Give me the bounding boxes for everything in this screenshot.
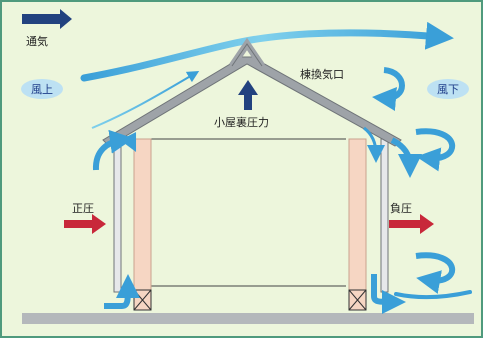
right-base-outflow-arrow — [371, 274, 406, 314]
ridge-vent-label: 棟換気口 — [300, 67, 344, 81]
leeward-label: 風下 — [437, 83, 459, 96]
legend-arrow-icon — [22, 9, 72, 29]
left-wall-stud — [133, 138, 152, 291]
leeward-upper-curl-arrow — [415, 128, 456, 172]
attic-pressure-label: 小屋裏圧力 — [214, 115, 269, 129]
roof-surface-flow-arrow — [91, 70, 200, 129]
legend: 通気 — [22, 9, 72, 48]
left-sill-plate — [133, 289, 152, 311]
leeward-badge: 風下 — [427, 79, 469, 99]
roof — [102, 56, 402, 147]
ridge-exhaust-curl-arrow — [372, 67, 405, 111]
positive-pressure-label: 正圧 — [72, 202, 94, 215]
left-outer-wall — [113, 138, 122, 293]
positive-pressure-arrow-icon — [64, 214, 106, 234]
right-outer-wall — [380, 138, 389, 293]
ridge-cap-outline — [231, 43, 263, 67]
leeward-lower-curl-arrow — [415, 252, 456, 294]
left-base-inflow-arrow — [104, 274, 140, 309]
legend-label: 通気 — [26, 34, 48, 48]
windward-label: 風上 — [31, 83, 53, 96]
left-eave-inner-arrow — [119, 131, 137, 153]
right-eave-inner-arrow — [363, 126, 385, 163]
attic-pressure-arrow-icon — [238, 80, 258, 110]
right-wall-stud — [348, 138, 367, 291]
right-sill-plate — [348, 289, 367, 311]
right-eave-outflow-arrow — [390, 137, 422, 178]
left-eave-inflow-arrow — [92, 129, 134, 171]
upper-wind-flow-arrow — [80, 21, 454, 82]
windward-badge: 風上 — [21, 79, 63, 99]
negative-pressure-label: 負圧 — [390, 202, 412, 215]
negative-pressure-arrow-icon — [389, 214, 434, 234]
ground — [22, 313, 474, 324]
